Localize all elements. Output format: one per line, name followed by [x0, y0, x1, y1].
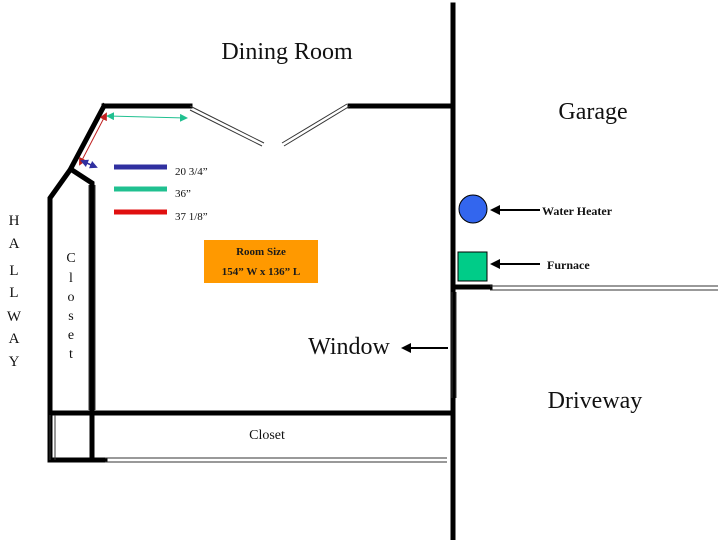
- wall-closet-inner: [68, 166, 95, 463]
- closet-letter: s: [68, 309, 73, 324]
- dining-opening-right-a: [283, 105, 351, 147]
- label-window: Window: [308, 334, 390, 360]
- label-garage: Garage: [558, 99, 627, 125]
- closet-letter: l: [69, 271, 73, 286]
- legend-label-blue: 20 3/4”: [175, 166, 208, 178]
- hallway-letter: A: [9, 331, 20, 347]
- label-driveway: Driveway: [548, 388, 643, 414]
- water-heater-fixture: Water Heater: [458, 194, 613, 224]
- closet-letter: C: [66, 251, 75, 266]
- measure-red-arrow: [79, 112, 107, 166]
- hallway-letter: W: [7, 309, 22, 325]
- water-heater-icon: [458, 194, 488, 224]
- legend-label-teal: 36”: [175, 188, 191, 200]
- label-dining-room: Dining Room: [221, 39, 353, 65]
- water-heater-label: Water Heater: [542, 204, 613, 218]
- dining-opening-right-b: [281, 103, 348, 144]
- room-size-box: Room Size 154” W x 136” L: [204, 240, 318, 283]
- closet-letter: e: [68, 328, 74, 343]
- dining-opening-left-a: [189, 105, 265, 144]
- hallway-letter: Y: [9, 354, 20, 370]
- dining-opening-left-b: [189, 109, 263, 147]
- closet-letter: t: [69, 347, 73, 362]
- measure-teal-arrow: [106, 112, 188, 122]
- room-size-dims: 154” W x 136” L: [222, 266, 300, 278]
- wall-diagonal-corner: [47, 102, 108, 463]
- hallway-letter: H: [9, 213, 20, 229]
- hallway-letter: A: [9, 236, 20, 252]
- legend-label-red: 37 1/8”: [175, 211, 208, 223]
- furnace-icon: [457, 251, 488, 282]
- thin-walls: [49, 103, 718, 463]
- furnace-fixture: Furnace: [457, 251, 590, 282]
- measurement-legend: 20 3/4” 36” 37 1/8”: [114, 164, 208, 223]
- hallway-letter: L: [9, 263, 18, 279]
- hallway-letter: L: [9, 285, 18, 301]
- closet-letter: o: [68, 290, 75, 305]
- measure-blue-arrow: [80, 159, 98, 169]
- furnace-label: Furnace: [547, 258, 590, 272]
- label-closet-bottom: Closet: [249, 428, 285, 443]
- closet-vertical-label: C l o s e t: [66, 251, 75, 362]
- room-size-title: Room Size: [236, 246, 286, 258]
- room-size-background: [204, 240, 318, 283]
- measurement-arrows: [79, 112, 188, 169]
- hallway-label: H A L L W A Y: [7, 213, 22, 370]
